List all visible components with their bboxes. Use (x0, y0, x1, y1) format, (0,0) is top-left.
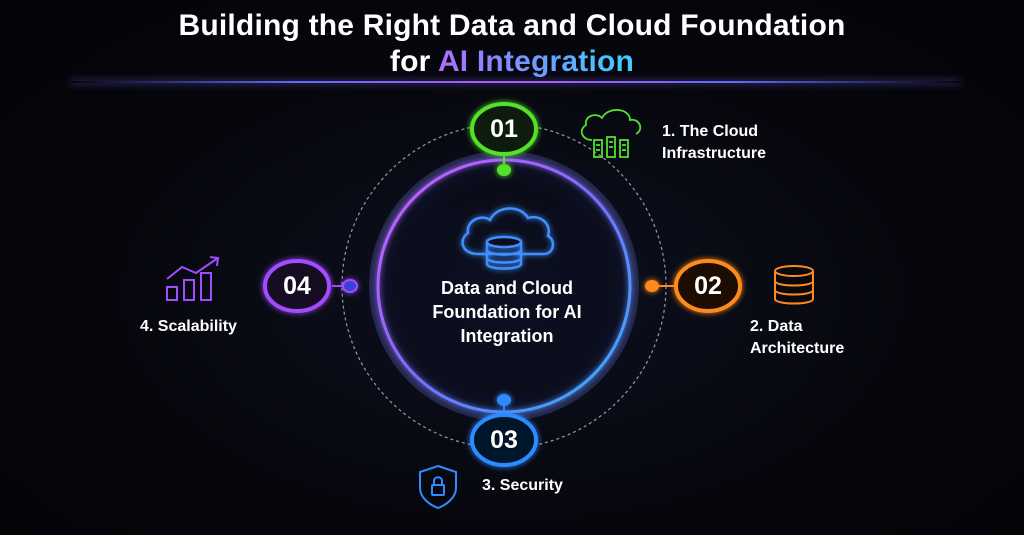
step-badge-01 (470, 102, 538, 156)
connector-dot-02 (645, 280, 659, 292)
page-title: Building the Right Data and Cloud Founda… (0, 8, 1024, 80)
step-label-03: 3. Security (482, 475, 612, 497)
database-icon (774, 265, 814, 305)
title-line-2-prefix: for (389, 45, 438, 78)
step-text-02: Data Architecture (750, 318, 845, 357)
step-label-01: 1. The Cloud Infrastructure (662, 121, 812, 165)
step-badge-04 (263, 259, 331, 313)
step-number-01: 01 (490, 115, 518, 143)
connector-dot-03 (497, 394, 511, 406)
step-badge-03 (470, 413, 538, 467)
step-label-02: 2. Data Architecture (750, 316, 890, 360)
step-text-04: Scalability (157, 318, 237, 335)
title-line-2: for AI Integration (0, 44, 1024, 80)
step-prefix-04: 4. (140, 318, 154, 335)
step-label-04: 4. Scalability (140, 316, 280, 338)
step-badge-02 (674, 259, 742, 313)
title-line-1: Building the Right Data and Cloud Founda… (178, 9, 846, 42)
cloud-server-icon (580, 109, 642, 158)
step-number-03: 03 (490, 426, 518, 454)
step-number-04: 04 (283, 272, 311, 300)
center-label: Data and Cloud Foundation for AI Integra… (432, 278, 582, 346)
cloud-database-icon (461, 207, 555, 270)
bar-chart-growth-icon (166, 256, 220, 301)
step-text-03: Security (499, 477, 563, 494)
step-prefix-02: 2. (750, 318, 764, 335)
step-number-02: 02 (694, 272, 722, 300)
connector-dot-01 (497, 164, 511, 176)
title-divider (70, 81, 960, 83)
title-highlight: AI Integration (437, 45, 635, 78)
step-text-01: The Cloud Infrastructure (662, 123, 767, 162)
step-prefix-03: 3. (482, 477, 496, 494)
step-prefix-01: 1. (662, 123, 676, 140)
shield-lock-icon (419, 464, 457, 510)
connector-dot-04 (342, 279, 358, 293)
